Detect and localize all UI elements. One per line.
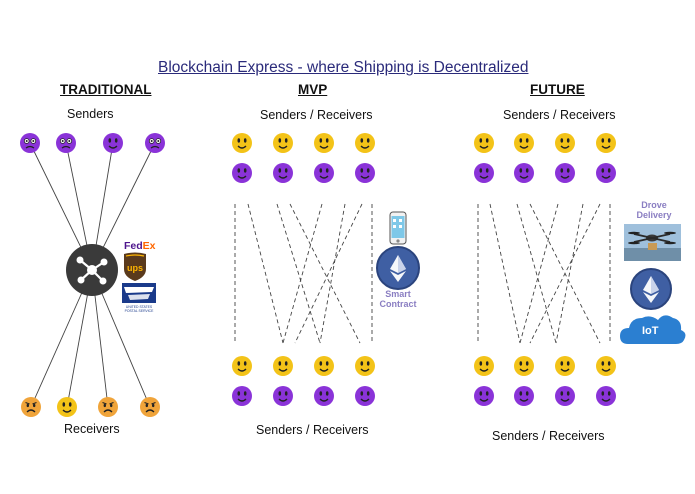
drone-delivery-label: Drove Delivery <box>636 200 672 220</box>
face <box>474 133 494 153</box>
face <box>514 163 534 183</box>
face <box>314 163 334 183</box>
mvp-header: MVP <box>298 82 328 97</box>
face <box>555 356 575 376</box>
mvp-bottom-faces <box>232 356 375 406</box>
face <box>232 163 252 183</box>
ups-logo: ups <box>124 252 146 281</box>
face <box>232 356 252 376</box>
receiver-face <box>98 397 118 417</box>
sender-face <box>20 133 40 153</box>
face <box>232 386 252 406</box>
future-top-label: Senders / Receivers <box>503 108 616 122</box>
iot-cloud-icon <box>620 315 686 344</box>
face <box>514 386 534 406</box>
drone-icon <box>624 224 681 261</box>
face <box>474 356 494 376</box>
svg-text:UNITED STATES: UNITED STATES <box>126 305 153 309</box>
face <box>596 386 616 406</box>
face <box>273 133 293 153</box>
face <box>596 163 616 183</box>
face <box>355 133 375 153</box>
future-bottom-faces <box>474 356 616 406</box>
iot-label: IoT <box>642 325 659 337</box>
traditional-sender-faces <box>20 133 165 153</box>
svg-text:FedEx: FedEx <box>124 240 156 252</box>
face <box>355 163 375 183</box>
ethereum-icon <box>630 268 672 310</box>
face <box>314 133 334 153</box>
sender-face <box>56 133 76 153</box>
smartphone-icon <box>389 211 407 245</box>
face <box>355 356 375 376</box>
receiver-face <box>140 397 160 417</box>
face <box>555 386 575 406</box>
face <box>514 356 534 376</box>
mvp-top-faces <box>232 133 375 183</box>
face <box>555 163 575 183</box>
future-dashed-connections <box>477 203 611 344</box>
face <box>355 386 375 406</box>
usps-logo: UNITED STATES POSTAL SERVICE <box>122 283 156 313</box>
mvp-top-label: Senders / Receivers <box>260 108 373 122</box>
face <box>555 133 575 153</box>
sender-face <box>103 133 123 153</box>
sender-face <box>145 133 165 153</box>
traditional-senders-label: Senders <box>67 107 114 121</box>
face <box>314 356 334 376</box>
future-header: FUTURE <box>530 82 585 97</box>
face <box>596 356 616 376</box>
receiver-face <box>21 397 41 417</box>
future-top-faces <box>474 133 616 183</box>
face <box>514 133 534 153</box>
mvp-bottom-label: Senders / Receivers <box>256 423 369 437</box>
face <box>273 386 293 406</box>
mvp-dashed-connections <box>234 203 373 344</box>
face <box>273 163 293 183</box>
face <box>474 386 494 406</box>
face <box>273 356 293 376</box>
future-bottom-label: Senders / Receivers <box>492 429 605 443</box>
svg-text:POSTAL SERVICE: POSTAL SERVICE <box>125 309 155 313</box>
traditional-header: TRADITIONAL <box>60 82 152 97</box>
receiver-face <box>57 397 77 417</box>
traditional-receivers-label: Receivers <box>64 422 120 436</box>
ethereum-icon <box>376 246 420 290</box>
traditional-receiver-faces <box>21 397 160 417</box>
face <box>596 133 616 153</box>
page-title: Blockchain Express - where Shipping is D… <box>158 59 529 76</box>
fedex-logo: FedEx <box>124 240 156 252</box>
hub-network-icon <box>66 244 118 296</box>
face <box>474 163 494 183</box>
face <box>232 133 252 153</box>
svg-text:ups: ups <box>127 263 143 273</box>
face <box>314 386 334 406</box>
smart-contract-label: Smart Contract <box>379 289 417 309</box>
